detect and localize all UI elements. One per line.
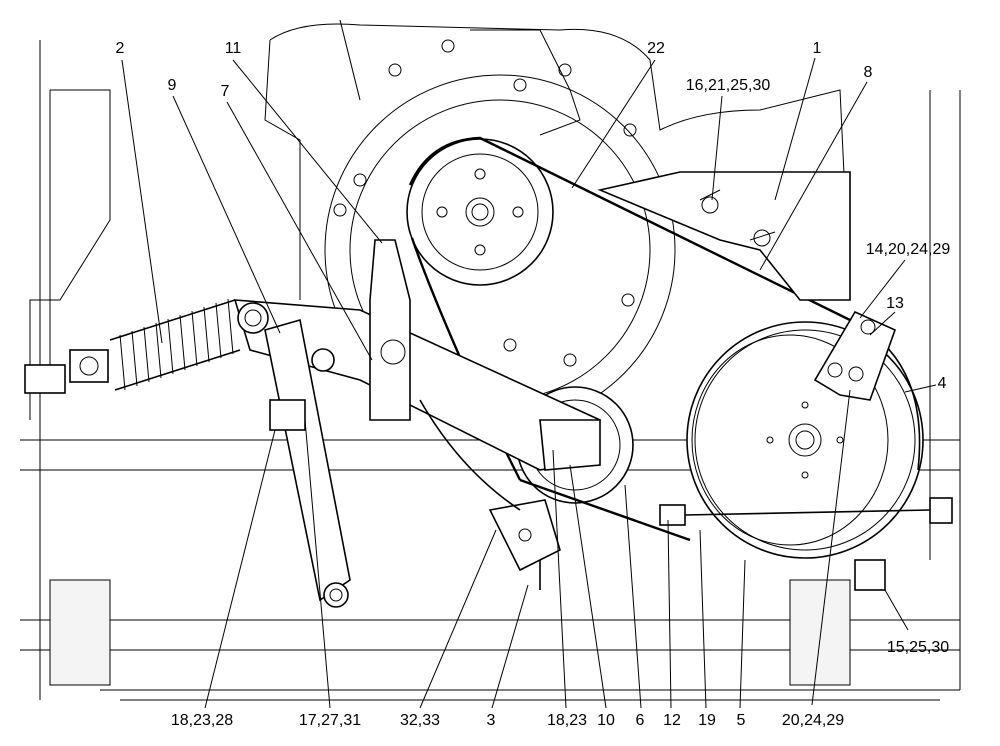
tensioner-arm: [233, 239, 601, 471]
leader-lines: [121, 57, 937, 709]
belt-guide: [419, 399, 561, 590]
callout-19: 19: [698, 712, 716, 729]
callout-10: 10: [597, 712, 615, 729]
callout-7: 7: [220, 83, 230, 100]
callout-22: 22: [647, 40, 665, 57]
callout-11: 11: [224, 40, 242, 57]
callout-15-25-30: 15,25,30: [886, 639, 950, 656]
clamp-block: [813, 310, 897, 401]
callout-2: 2: [115, 40, 125, 57]
callout-16-21-25-30: 16,21,25,30: [685, 77, 771, 94]
callout-4: 4: [937, 375, 947, 392]
tension-spring: [24, 298, 241, 394]
callout-9: 9: [167, 77, 177, 94]
callout-3: 3: [486, 712, 496, 729]
lower-support-link: [264, 318, 351, 608]
callout-18-23-28: 18,23,28: [170, 712, 234, 729]
upper-pulley: [406, 138, 554, 286]
callout-1: 1: [812, 40, 822, 57]
callout-8: 8: [863, 64, 873, 81]
callout-5: 5: [736, 712, 746, 729]
callout-12: 12: [663, 712, 681, 729]
adjusting-bolts: [49, 497, 953, 686]
callout-32-33: 32,33: [399, 712, 441, 729]
callout-14-20-24-29: 14,20,24,29: [865, 241, 951, 258]
main-pulley: [686, 321, 924, 559]
callout-18-23: 18,23: [546, 712, 588, 729]
callout-17-27-31: 17,27,31: [298, 712, 362, 729]
callout-20-24-29: 20,24,29: [781, 712, 845, 729]
callout-6: 6: [635, 712, 645, 729]
callout-13: 13: [886, 295, 904, 312]
cover-bracket: [597, 171, 851, 301]
